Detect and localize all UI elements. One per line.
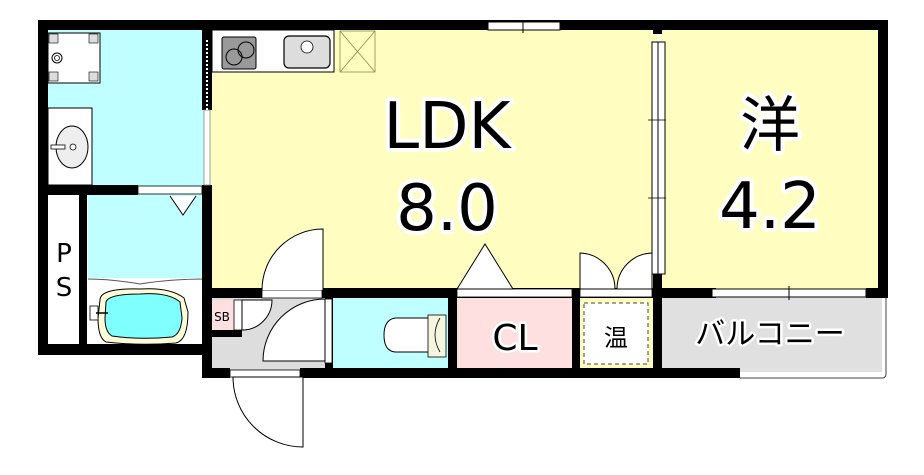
shoe-box-label: SB xyxy=(214,310,230,324)
pipe-space-s: S xyxy=(56,273,73,303)
ldk-door[interactable] xyxy=(261,228,324,299)
shoe-box xyxy=(210,300,234,330)
ldk-size: 8.0 xyxy=(396,172,498,246)
closet-label: CL xyxy=(492,318,537,359)
closet-door[interactable] xyxy=(456,243,573,298)
western-size: 4.2 xyxy=(719,170,821,244)
pipe-space-p: P xyxy=(56,239,72,269)
bathtub-icon xyxy=(89,288,189,345)
balcony-floor xyxy=(660,296,882,372)
kitchen-counter-icon xyxy=(211,29,335,73)
walls xyxy=(38,20,888,378)
front-door[interactable] xyxy=(229,369,304,448)
ldk-label: LDK xyxy=(384,90,513,164)
balcony-label: バルコニー xyxy=(695,317,844,352)
western-label: 洋 xyxy=(740,91,800,161)
closet-floor xyxy=(456,296,574,368)
toilet-icon xyxy=(383,314,447,358)
wash-basin-icon xyxy=(47,107,93,186)
water-heater-label: 温 xyxy=(604,324,628,352)
pipe-space-floor xyxy=(46,194,82,344)
refrigerator-space-icon xyxy=(339,30,376,73)
western-floor xyxy=(660,28,882,290)
water-heater-door[interactable] xyxy=(579,252,653,298)
washing-machine-icon xyxy=(47,32,101,84)
hall-door[interactable] xyxy=(262,298,333,364)
